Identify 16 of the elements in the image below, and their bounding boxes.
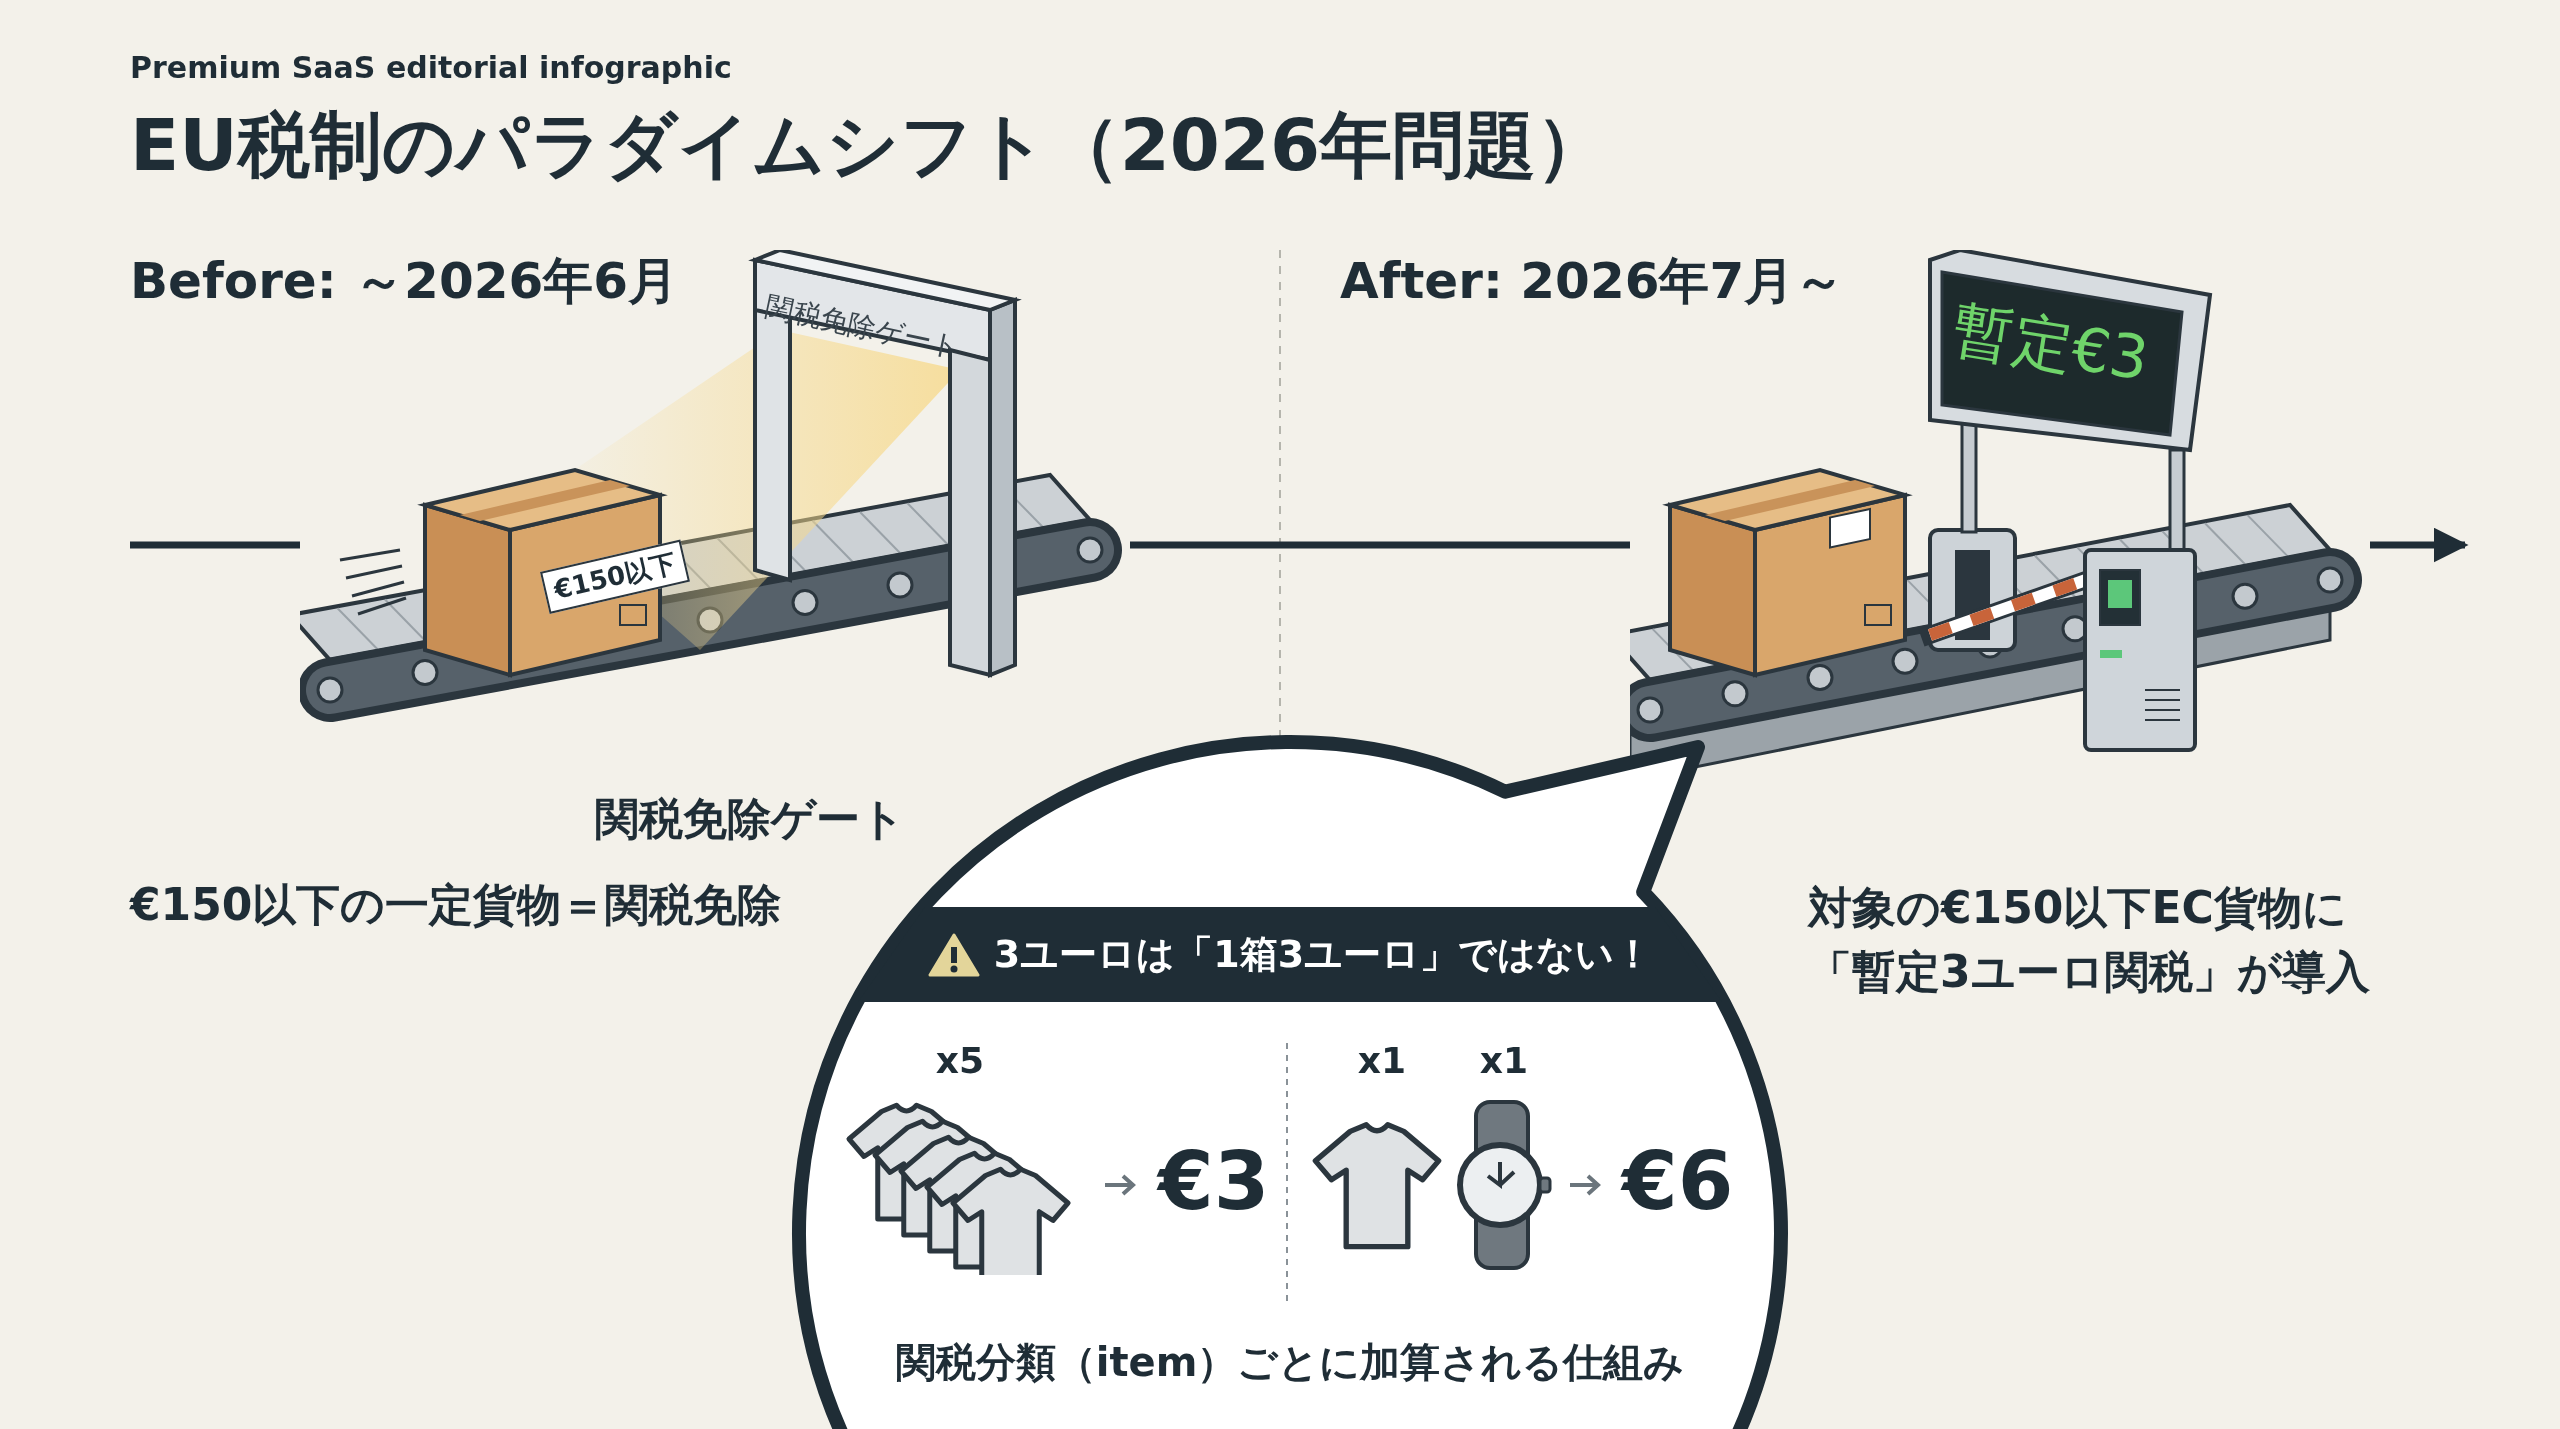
section-heading: After: 2026年7月～: [1340, 251, 1845, 312]
display-text: 暫定€3: [1947, 292, 2154, 396]
caption-text: 関税分類（item）ごとに加算される仕組み: [895, 1338, 1685, 1387]
quantity-label: x1: [1357, 1040, 1407, 1081]
section-heading: Before: ～2026年6月: [130, 251, 679, 312]
quantity-label: x1: [1479, 1040, 1529, 1081]
price-text: €3: [1158, 1135, 1270, 1228]
title: EU税制のパラダイムシフト（2026年問題）: [130, 102, 1609, 189]
gate-caption: 関税免除ゲート: [595, 792, 905, 846]
description-text: €150以下の一定貨物＝関税免除: [130, 878, 782, 932]
gate-sign-text: 関税免除ゲート: [762, 288, 964, 366]
description-text: 対象の€150以下EC貨物に「暫定3ユーロ関税」が導入: [1808, 881, 2371, 999]
warning-text: 3ユーロは「1箱3ユーロ」ではない！: [993, 931, 1653, 978]
price-text: €6: [1622, 1135, 1734, 1228]
subtitle: Premium SaaS editorial infographic: [130, 50, 732, 85]
quantity-label: x5: [935, 1040, 985, 1081]
